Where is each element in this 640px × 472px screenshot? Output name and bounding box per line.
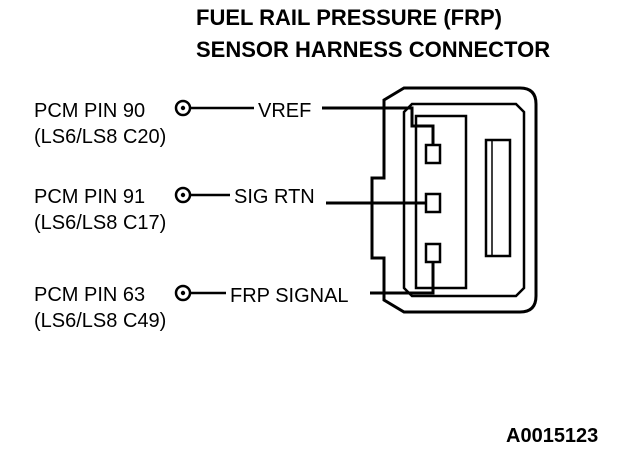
signal-label-sig-rtn: SIG RTN xyxy=(234,186,315,208)
terminal-pin-1 xyxy=(424,143,442,165)
signal-label-frp-signal: FRP SIGNAL xyxy=(230,285,349,307)
figure-code: A0015123 xyxy=(506,425,599,447)
terminal-pin-3 xyxy=(424,242,442,264)
terminal-circle-1 xyxy=(174,99,192,117)
leader-line-frp-signal xyxy=(370,262,435,295)
terminal-circle-3 xyxy=(174,284,192,302)
alt-pin-label-3: (LS6/LS8 C49) xyxy=(34,310,167,332)
terminal-pin-2 xyxy=(424,192,442,214)
connector-housing xyxy=(370,86,538,314)
pcm-pin-label-1: PCM PIN 90 xyxy=(34,100,146,122)
signal-label-vref: VREF xyxy=(258,100,312,122)
leader-line-vref xyxy=(322,106,435,145)
pcm-pin-label-2: PCM PIN 91 xyxy=(34,186,146,208)
connector-inner-housing xyxy=(402,102,526,298)
terminal-circle-2 xyxy=(174,186,192,204)
diagram-title-line-2: SENSOR HARNESS CONNECTOR xyxy=(196,37,551,62)
locking-slot xyxy=(484,138,512,258)
diagram-title-line-1: FUEL RAIL PRESSURE (FRP) xyxy=(196,5,502,30)
alt-pin-label-1: (LS6/LS8 C20) xyxy=(34,126,167,148)
pcm-pin-label-3: PCM PIN 63 xyxy=(34,284,146,306)
alt-pin-label-2: (LS6/LS8 C17) xyxy=(34,212,167,234)
